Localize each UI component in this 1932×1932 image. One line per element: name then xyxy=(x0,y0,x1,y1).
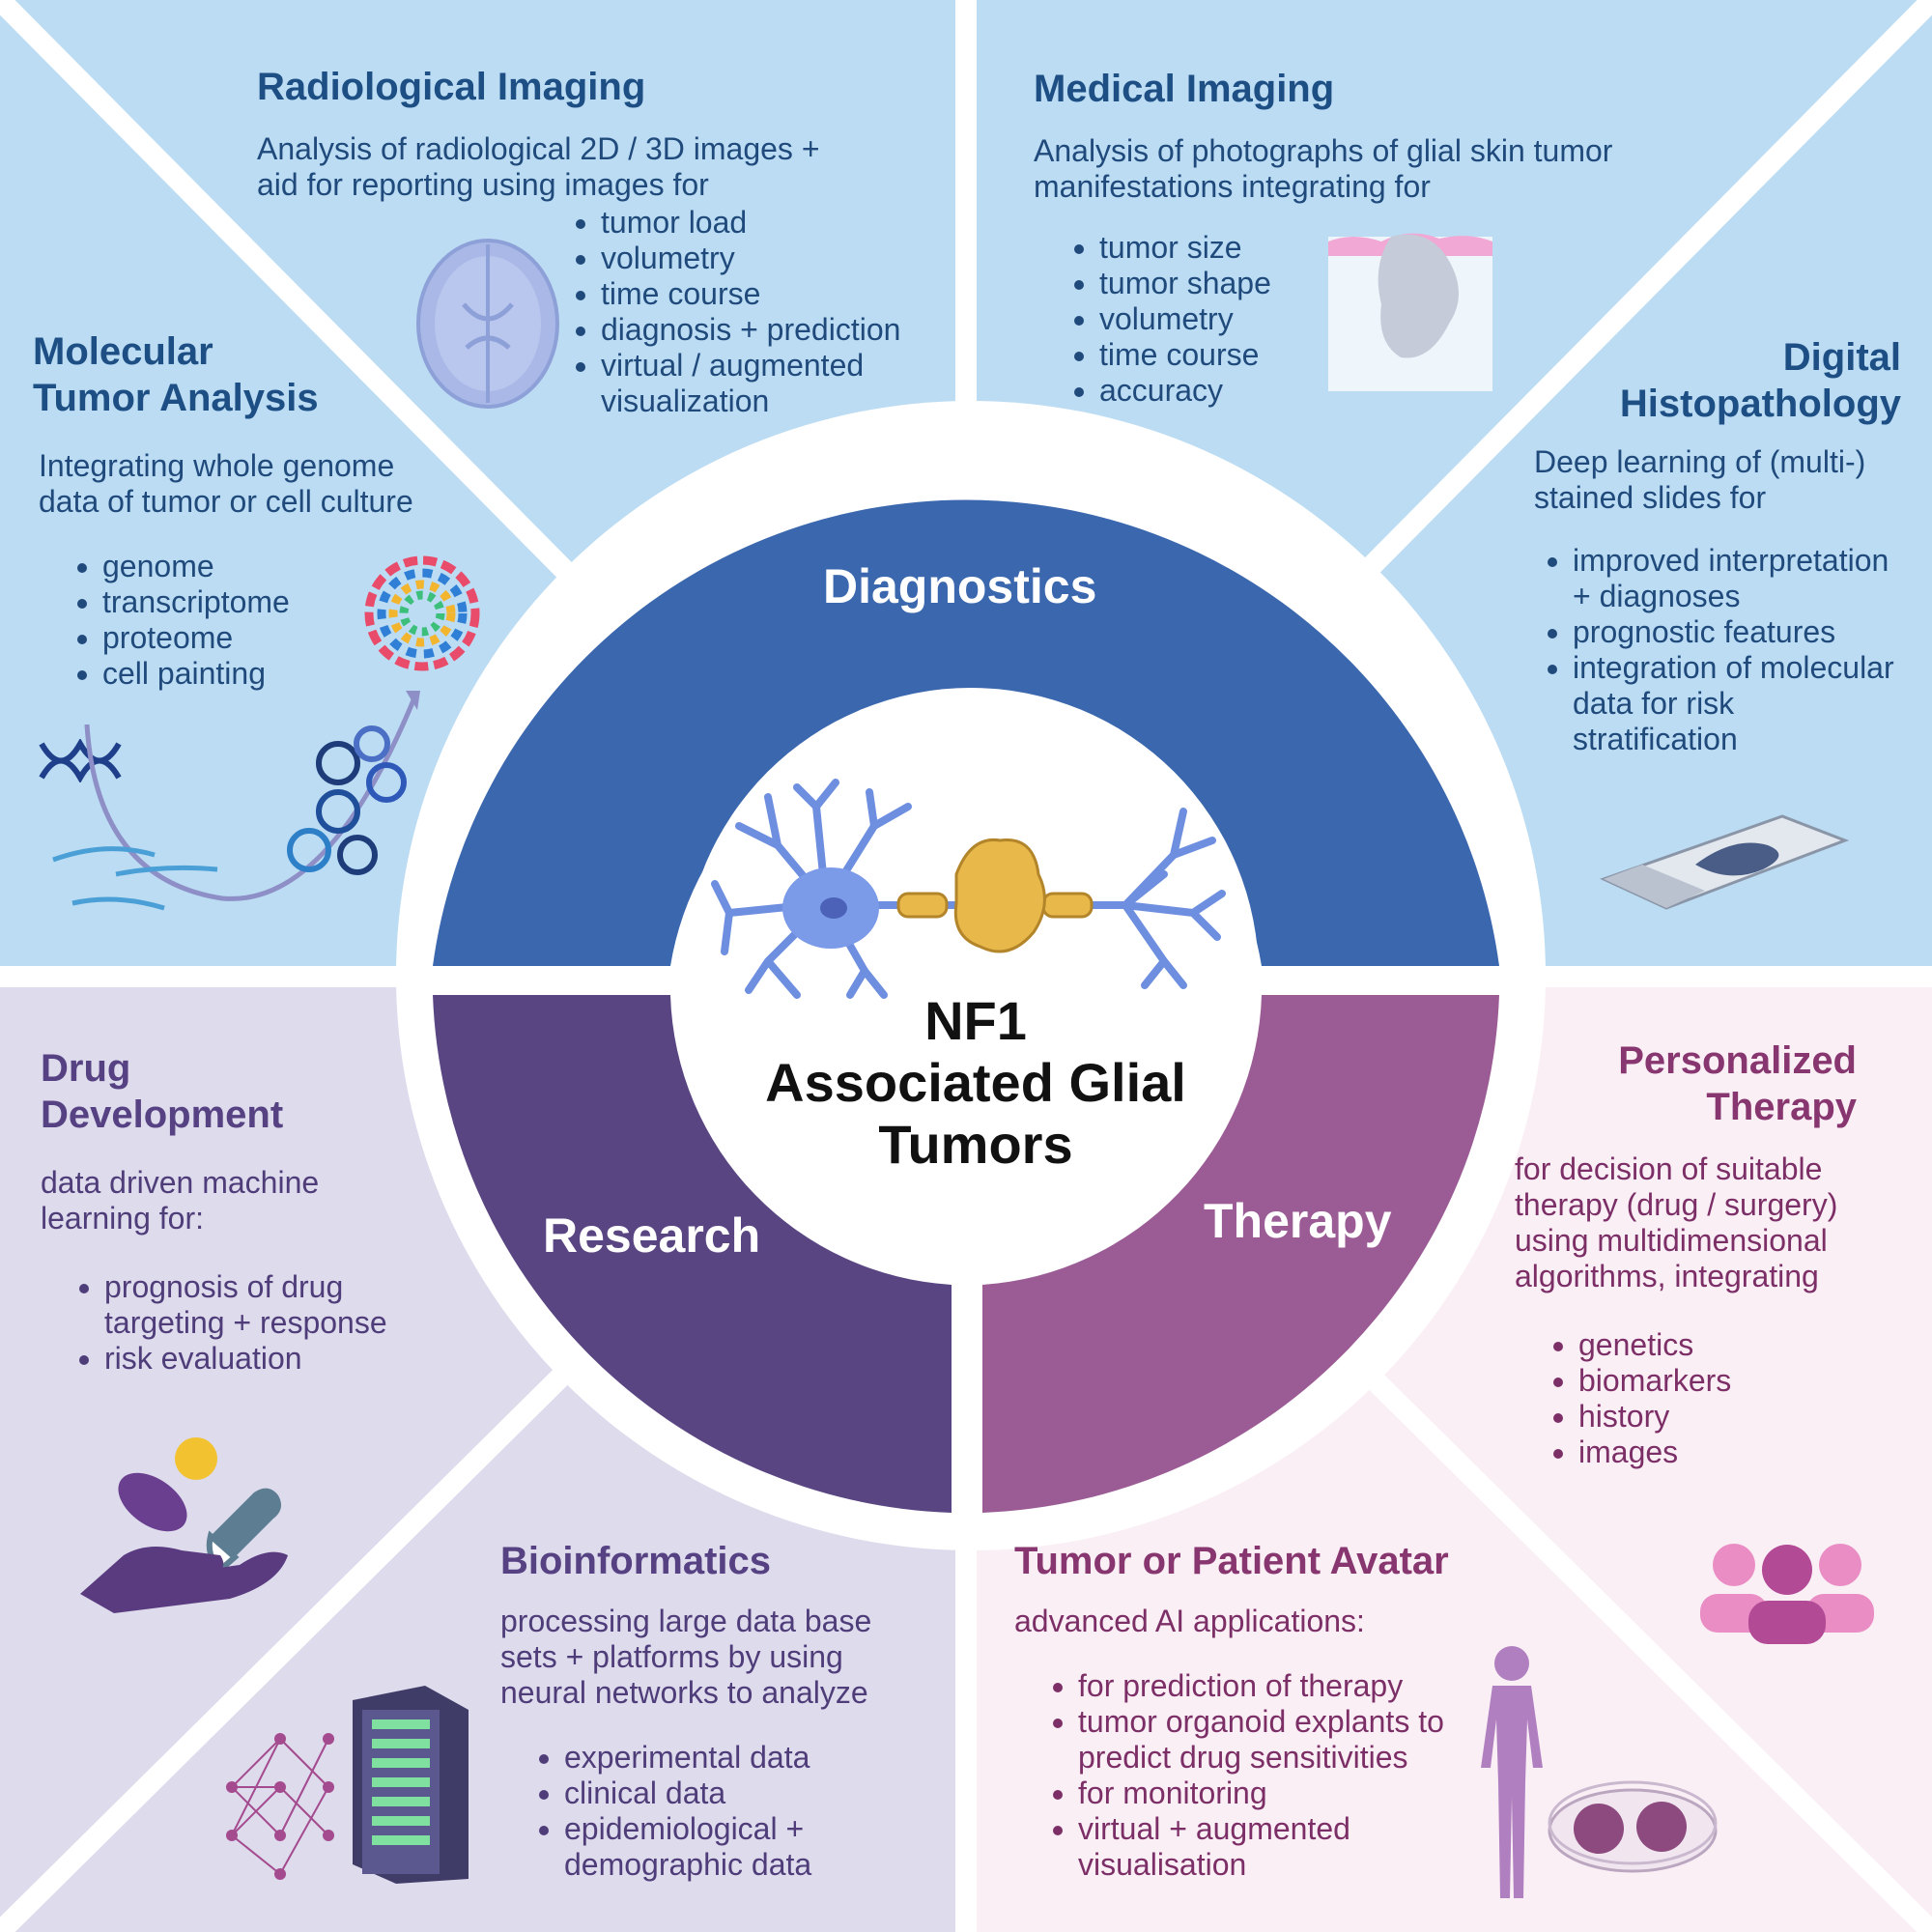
panel-title: Drug Development xyxy=(41,1047,284,1136)
segment-label-diagnostics: Diagnostics xyxy=(823,559,1097,613)
circos-genome-icon xyxy=(364,555,480,671)
panel-title: Tumor or Patient Avatar xyxy=(1014,1540,1449,1582)
bullet-list: prognosis of drug targeting + response r… xyxy=(41,1269,427,1377)
segment-label-research: Research xyxy=(543,1208,761,1263)
panel-personalized-therapy: Personalized Therapy for decision of sui… xyxy=(1515,1037,1901,1470)
list-item: time course xyxy=(601,276,952,312)
panel-text: advanced AI applications: xyxy=(1014,1604,1365,1638)
list-item: diagnosis + prediction xyxy=(601,312,952,348)
panel-drug-development: Drug Development data driven machine lea… xyxy=(41,1045,427,1377)
list-item: genetics xyxy=(1578,1327,1901,1363)
neuron-icon xyxy=(711,779,1226,999)
panel-text: data driven machine learning for: xyxy=(41,1165,320,1236)
list-item: proteome xyxy=(102,620,448,656)
panel-text: Deep learning of (multi-) stained slides… xyxy=(1534,444,1866,515)
list-item: virtual / augmented visualization xyxy=(601,348,952,419)
panel-radiological-imaging: Radiological Imaging Analysis of radiolo… xyxy=(257,64,952,419)
list-item: transcriptome xyxy=(102,584,448,620)
list-item: volumetry xyxy=(1099,301,1710,337)
bullet-list: genome transcriptome proteome cell paint… xyxy=(33,549,448,692)
panel-tumor-patient-avatar: Tumor or Patient Avatar advanced AI appl… xyxy=(1014,1538,1497,1883)
list-item: for monitoring xyxy=(1078,1776,1503,1811)
bullet-list: experimental data clinical data epidemio… xyxy=(500,1740,925,1883)
list-item: prognosis of drug targeting + response xyxy=(104,1269,427,1341)
list-item: tumor shape xyxy=(1099,266,1710,301)
list-item: tumor size xyxy=(1099,230,1710,266)
list-item: biomarkers xyxy=(1578,1363,1901,1399)
panel-medical-imaging: Medical Imaging Analysis of photographs … xyxy=(1034,66,1710,409)
panel-title: Personalized Therapy xyxy=(1618,1039,1857,1128)
list-item: tumor load xyxy=(601,205,952,241)
histology-slide-icon xyxy=(1600,814,1850,910)
panel-title: Medical Imaging xyxy=(1034,68,1335,110)
segment-research xyxy=(433,995,952,1513)
list-item: improved interpretation + diagnoses xyxy=(1573,543,1901,614)
panel-text: Analysis of photographs of glial skin tu… xyxy=(1034,133,1613,204)
center-circle xyxy=(683,688,1259,1264)
panel-text: for decision of suitable therapy (drug /… xyxy=(1515,1151,1838,1293)
list-item: experimental data xyxy=(564,1740,925,1776)
center-title: NF1 Associated Glial Tumors xyxy=(765,990,1186,1175)
list-item: history xyxy=(1578,1399,1901,1435)
list-item: time course xyxy=(1099,337,1710,373)
list-item: cell painting xyxy=(102,656,448,692)
list-item: prognostic features xyxy=(1573,614,1901,650)
list-item: for prediction of therapy xyxy=(1078,1668,1503,1704)
panel-title: Bioinformatics xyxy=(500,1540,772,1582)
rna-to-protein-icon xyxy=(52,691,420,911)
dna-helix-icon xyxy=(39,739,122,782)
panel-digital-histopathology: Digital Histopathology Deep learning of … xyxy=(1534,334,1901,757)
list-item: risk evaluation xyxy=(104,1341,427,1377)
panel-molecular-tumor-analysis: Molecular Tumor Analysis Integrating who… xyxy=(33,328,448,692)
segment-therapy xyxy=(982,995,1499,1513)
patient-group-icon xyxy=(1700,1544,1874,1644)
panel-title: Digital Histopathology xyxy=(1619,336,1901,425)
bullet-list: tumor size tumor shape volumetry time co… xyxy=(1034,230,1710,409)
bullet-list: for prediction of therapy tumor organoid… xyxy=(1014,1668,1503,1883)
list-item: tumor organoid explants to predict drug … xyxy=(1078,1704,1503,1776)
list-item: accuracy xyxy=(1099,373,1710,409)
panel-title: Radiological Imaging xyxy=(257,66,646,108)
list-item: volumetry xyxy=(601,241,952,276)
protein-icon xyxy=(287,725,407,875)
drug-hand-icon xyxy=(80,1437,288,1613)
panel-bioinformatics: Bioinformatics processing large data bas… xyxy=(500,1538,925,1883)
bullet-list: genetics biomarkers history images xyxy=(1515,1327,1901,1470)
list-item: virtual + augmented visualisation xyxy=(1078,1811,1503,1883)
skin-tumor-icon xyxy=(1328,233,1492,391)
segment-label-therapy: Therapy xyxy=(1204,1194,1392,1248)
brain-mri-icon xyxy=(416,239,559,409)
list-item: genome xyxy=(102,549,448,584)
server-network-icon xyxy=(226,1686,469,1884)
panel-title: Molecular Tumor Analysis xyxy=(33,330,319,419)
list-item: clinical data xyxy=(564,1776,925,1811)
panel-text: Integrating whole genome data of tumor o… xyxy=(39,448,413,519)
list-item: integration of molecular data for risk s… xyxy=(1573,650,1901,757)
petri-dish-icon xyxy=(1548,1780,1718,1873)
segment-diagnostics xyxy=(433,499,1499,966)
bullet-list: tumor load volumetry time course diagnos… xyxy=(564,205,952,419)
panel-text: Analysis of radiological 2D / 3D images … xyxy=(257,131,820,202)
panel-text: processing large data base sets + platfo… xyxy=(500,1604,872,1710)
list-item: epidemiological + demographic data xyxy=(564,1811,925,1883)
human-body-icon xyxy=(1481,1646,1543,1898)
bullet-list: improved interpretation + diagnoses prog… xyxy=(1534,543,1901,757)
list-item: images xyxy=(1578,1435,1901,1470)
